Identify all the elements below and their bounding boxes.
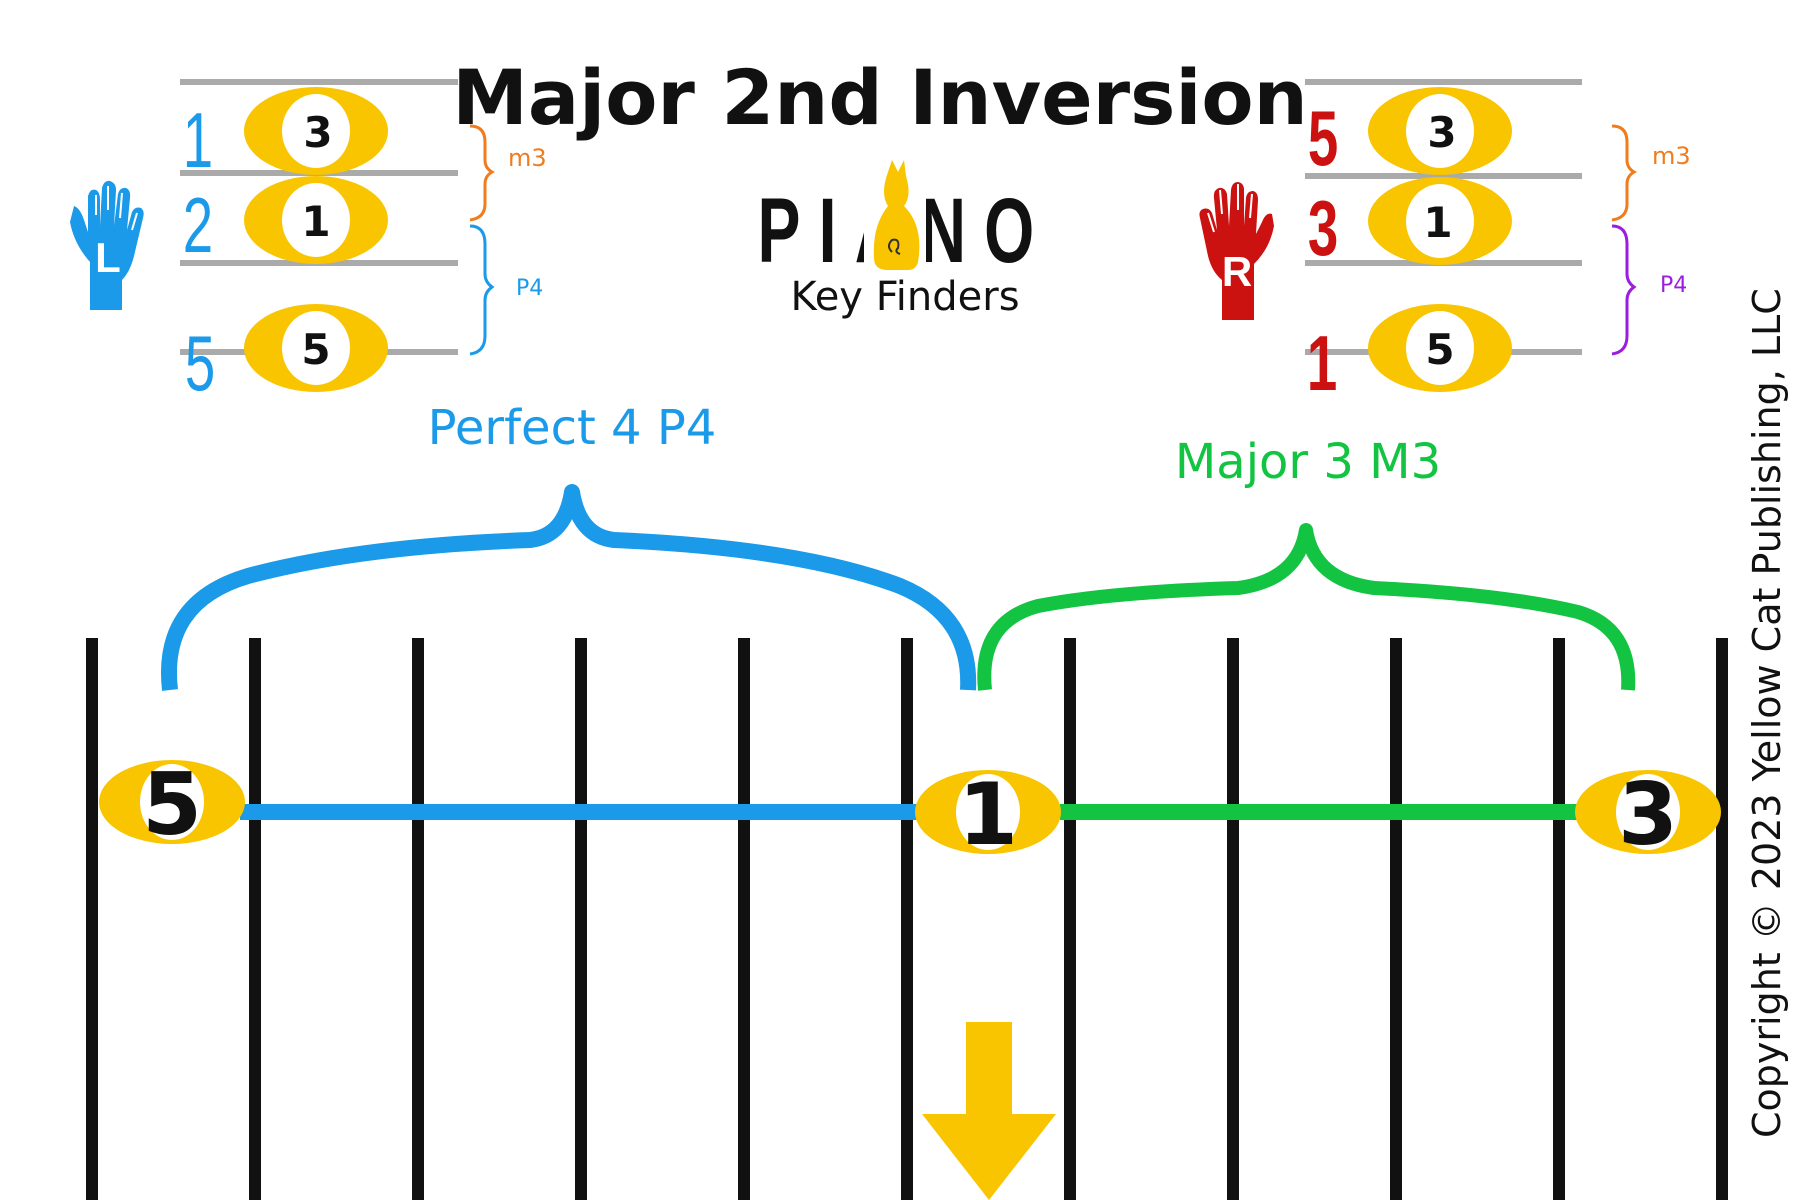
finger-number: 5 [1308,95,1338,182]
finger-number: 5 [185,320,215,407]
interval-brace-p4 [469,224,495,356]
staff-note: 1 [1368,177,1512,265]
finger-number: 2 [183,182,213,269]
finger-number: 1 [183,97,213,184]
logo-subtitle: Key Finders [790,274,1019,320]
brace-major-3 [977,523,1636,691]
brace-perfect-4 [161,484,977,691]
staff-note: 3 [244,87,388,175]
keyboard-note: 3 [1575,765,1721,865]
page-title: Major 2nd Inversion [452,53,1308,142]
interval-label-p4: P4 [516,276,543,301]
label-perfect-4: Perfect 4 P4 [428,400,717,456]
right-hand-staff: 3 1 5 5 3 1 m3 P4 [1305,79,1691,407]
right-hand-icon: R [1199,182,1274,320]
staff-note: 5 [1368,304,1512,392]
note-label: 1 [301,197,330,246]
cat-icon [864,160,926,272]
keyboard-note: 1 [915,765,1061,865]
keyboard: Perfect 4 P4 Major 3 M3 5 1 3 [86,400,1728,1200]
finger-number: 3 [1308,185,1338,272]
interval-brace-m3 [469,124,496,222]
staff-note: 5 [244,304,388,392]
keyboard-note-label: 5 [142,755,202,855]
copyright-notice: Copyright © 2023 Yellow Cat Publishing, … [1745,288,1789,1138]
left-hand-staff: 3 1 5 1 2 5 m3 P4 [180,79,547,407]
interval-label-m3: m3 [508,144,547,172]
interval-brace-p4 [1611,224,1637,356]
note-label: 5 [301,325,330,374]
finger-number: 1 [1307,320,1337,407]
interval-label-p4: P4 [1660,273,1687,298]
interval-label-m3: m3 [1652,142,1691,170]
note-label: 5 [1425,325,1454,374]
hand-label: L [95,234,121,281]
interval-brace-m3 [1611,124,1638,222]
logo: PIANO Key Finders [758,160,1034,320]
arrow-down-icon [922,1022,1056,1200]
label-major-3: Major 3 M3 [1175,434,1441,490]
staff-note: 1 [244,176,388,264]
note-label: 3 [303,108,332,157]
keyboard-note-label: 3 [1618,765,1678,865]
hand-label: R [1222,248,1252,295]
keyboard-note: 5 [99,755,245,855]
staff-note: 3 [1368,87,1512,175]
note-label: 3 [1427,108,1456,157]
keyboard-note-label: 1 [958,765,1018,865]
note-label: 1 [1423,198,1452,247]
left-hand-icon: L [70,180,144,310]
